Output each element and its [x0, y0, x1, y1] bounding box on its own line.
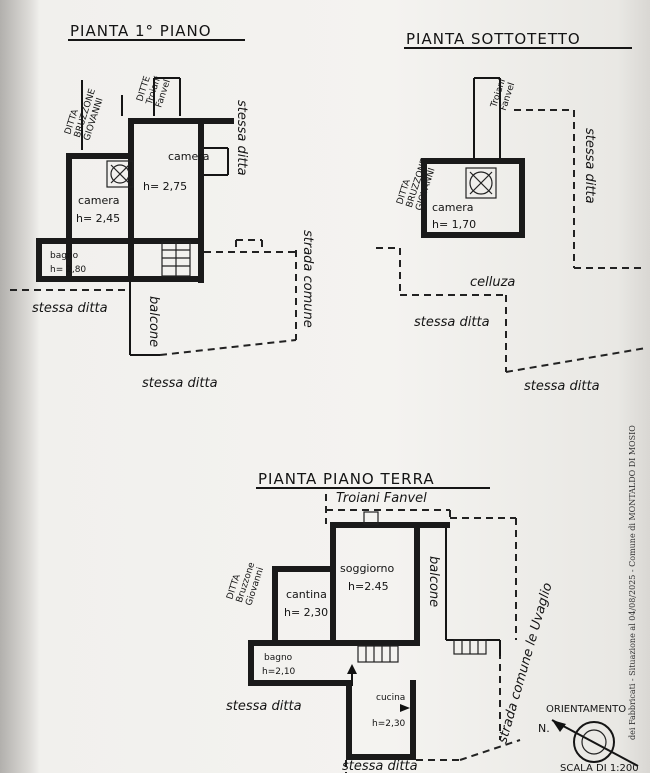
- gf-neighbor-top: Troiani Fanvel: [336, 491, 427, 506]
- orientation-label: ORIENTAMENTO: [546, 704, 626, 715]
- ground-floor-plan: PIANTA PIANO TERRA Troiani Fanvel DITTA …: [225, 470, 556, 773]
- gf-room-soggiorno-height: h=2.45: [348, 580, 389, 593]
- ff-label-stessa-ditta-bottom: stessa ditta: [142, 376, 218, 391]
- gf-stairs: [357, 639, 487, 663]
- ff-room-2-name: camera: [78, 194, 120, 207]
- attic-plan: PIANTA SOTTOTETTO DITTA BRUZZONE GIOVANN…: [376, 30, 647, 394]
- ff-label-strada-comune: strada comune: [300, 230, 315, 328]
- gf-label-stessa-ditta-bottom: stessa ditta: [342, 759, 418, 773]
- north-label: N.: [538, 722, 550, 735]
- gf-room-cucina-name: cucina: [376, 693, 405, 703]
- attic-label-stessa-ditta-bottom: stessa ditta: [524, 379, 600, 394]
- attic-room-height: h= 1,70: [432, 218, 476, 231]
- ff-room-1-name: camera: [168, 150, 210, 163]
- attic-room-name: camera: [432, 201, 474, 214]
- gf-room-cantina-height: h= 2,30: [284, 606, 328, 619]
- gf-room-bagno-height: h=2,10: [262, 667, 296, 677]
- attic-label-stessa-ditta-right: stessa ditta: [582, 128, 597, 204]
- ff-room-3-height: h= 2,80: [50, 265, 86, 275]
- ff-stairs: [161, 241, 191, 277]
- ff-room-3-name: bagno: [50, 251, 79, 261]
- ff-room-2-height: h= 2,45: [76, 212, 120, 225]
- attic-label-celluza: celluza: [470, 275, 515, 290]
- cadastral-stamp: dei Fabbricati - Situazione al 04/08/202…: [628, 425, 637, 740]
- ff-label-stessa-ditta-left: stessa ditta: [32, 301, 108, 316]
- gf-label-balcone: balcone: [426, 556, 441, 607]
- gf-room-bagno-name: bagno: [264, 653, 293, 663]
- ground-floor-title: PIANTA PIANO TERRA: [258, 470, 435, 488]
- gf-label-strada-comune: strada comune le Uvaglio: [495, 581, 555, 745]
- gf-room-cucina-height: h=2,30: [372, 719, 406, 729]
- gf-room-soggiorno-name: soggiorno: [340, 562, 395, 575]
- gf-room-cantina-name: cantina: [286, 588, 327, 601]
- scan-shadow: [0, 0, 40, 773]
- gf-label-stessa-ditta-left: stessa ditta: [226, 699, 302, 714]
- first-floor-title: PIANTA 1° PIANO: [70, 22, 212, 40]
- orientation-compass: ORIENTAMENTO N. SCALA DI 1:200: [538, 704, 639, 773]
- attic-title: PIANTA SOTTOTETTO: [406, 30, 581, 48]
- ff-room-1-height: h= 2,75: [143, 180, 187, 193]
- ff-label-balcone: balcone: [146, 296, 161, 347]
- first-floor-plan: PIANTA 1° PIANO DITTA BRUZZONE GIOVANNI …: [10, 22, 315, 391]
- ff-label-stessa-ditta-right: stessa ditta: [234, 100, 249, 176]
- attic-label-stessa-ditta-left: stessa ditta: [414, 315, 490, 330]
- scale-label: SCALA DI 1:200: [560, 763, 639, 773]
